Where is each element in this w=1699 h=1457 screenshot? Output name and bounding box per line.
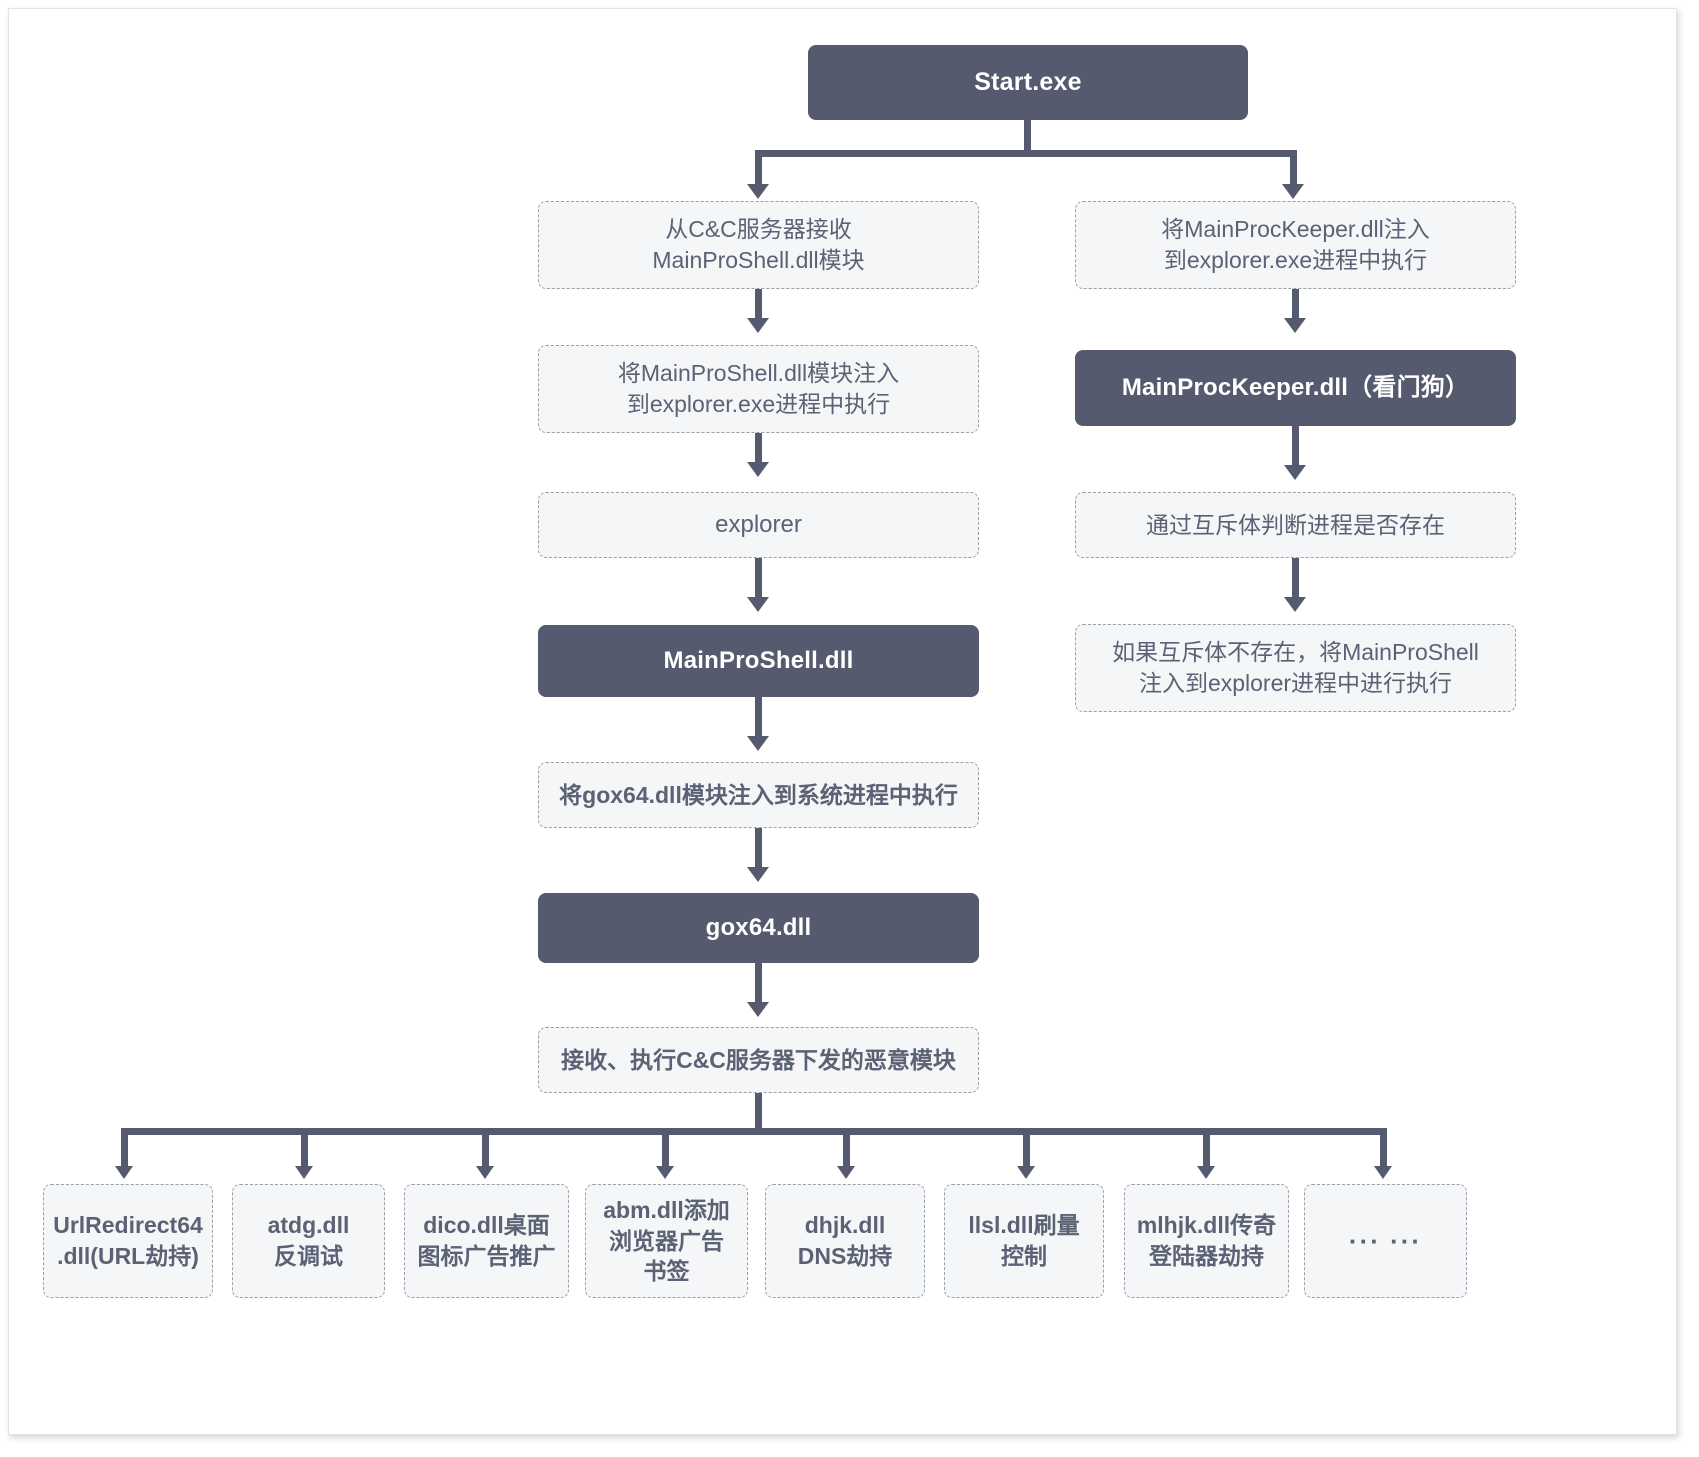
module-box[interactable]: mlhjk.dll传奇 登陆器劫持	[1124, 1184, 1289, 1298]
arrow-l5	[747, 867, 769, 882]
connector-fanout-bus	[121, 1128, 1387, 1135]
module-box[interactable]: UrlRedirect64 .dll(URL劫持)	[43, 1184, 213, 1298]
connector-start-right-drop	[1290, 150, 1297, 186]
connector-l3	[755, 558, 762, 600]
connector-l4	[755, 697, 762, 739]
arrow-l1	[747, 318, 769, 333]
connector-fanout-drop-7	[1203, 1128, 1210, 1168]
arrow-module-8	[1374, 1166, 1392, 1179]
arrow-r3	[1284, 597, 1306, 612]
connector-r3	[1292, 558, 1299, 600]
connector-l2	[755, 433, 762, 465]
node-mainproshell-dll[interactable]: MainProShell.dll	[538, 625, 979, 697]
connector-fanout-stem	[755, 1093, 762, 1131]
node-receive-mainproshell[interactable]: 从C&C服务器接收 MainProShell.dll模块	[538, 201, 979, 289]
arrow-l2	[747, 462, 769, 477]
node-receive-exec-modules[interactable]: 接收、执行C&C服务器下发的恶意模块	[538, 1027, 979, 1093]
node-mutex-absent-action[interactable]: 如果互斥体不存在，将MainProShell 注入到explorer进程中进行执…	[1075, 624, 1516, 712]
arrow-r1	[1284, 318, 1306, 333]
arrow-module-5	[837, 1166, 855, 1179]
connector-l5	[755, 828, 762, 870]
connector-l1	[755, 289, 762, 321]
module-box-ellipsis[interactable]: ··· ···	[1304, 1184, 1467, 1298]
arrow-l6	[747, 1002, 769, 1017]
node-start-exe[interactable]: Start.exe	[808, 45, 1248, 120]
connector-fanout-drop-1	[121, 1128, 128, 1168]
arrow-module-4	[656, 1166, 674, 1179]
connector-fanout-drop-8	[1380, 1128, 1387, 1168]
arrow-l4	[747, 736, 769, 751]
arrow-l3	[747, 597, 769, 612]
connector-start-bus	[755, 150, 1297, 157]
node-inject-mainproshell[interactable]: 将MainProShell.dll模块注入 到explorer.exe进程中执行	[538, 345, 979, 433]
connector-fanout-drop-5	[843, 1128, 850, 1168]
arrow-to-recv-module	[747, 184, 769, 199]
node-inject-gox64[interactable]: 将gox64.dll模块注入到系统进程中执行	[538, 762, 979, 828]
connector-start-stem	[1024, 120, 1031, 153]
node-mainprockeeper-dll[interactable]: MainProcKeeper.dll（看门狗）	[1075, 350, 1516, 426]
module-box[interactable]: llsl.dll刷量 控制	[944, 1184, 1104, 1298]
arrow-module-2	[295, 1166, 313, 1179]
connector-fanout-drop-3	[482, 1128, 489, 1168]
node-inject-mainprockeeper[interactable]: 将MainProcKeeper.dll注入 到explorer.exe进程中执行	[1075, 201, 1516, 289]
arrow-module-6	[1017, 1166, 1035, 1179]
node-mutex-check[interactable]: 通过互斥体判断进程是否存在	[1075, 492, 1516, 558]
arrow-module-1	[115, 1166, 133, 1179]
connector-r1	[1292, 289, 1299, 321]
arrow-r2	[1284, 465, 1306, 480]
node-gox64-dll[interactable]: gox64.dll	[538, 893, 979, 963]
module-box[interactable]: dico.dll桌面 图标广告推广	[404, 1184, 569, 1298]
arrow-to-inject-keeper	[1282, 184, 1304, 199]
connector-l6	[755, 963, 762, 1005]
module-box[interactable]: dhjk.dll DNS劫持	[765, 1184, 925, 1298]
module-box[interactable]: abm.dll添加 浏览器广告 书签	[585, 1184, 748, 1298]
connector-start-left-drop	[755, 150, 762, 186]
connector-r2	[1292, 426, 1299, 468]
module-box[interactable]: atdg.dll 反调试	[232, 1184, 385, 1298]
connector-fanout-drop-4	[662, 1128, 669, 1168]
connector-fanout-drop-6	[1023, 1128, 1030, 1168]
arrow-module-3	[476, 1166, 494, 1179]
arrow-module-7	[1197, 1166, 1215, 1179]
node-explorer[interactable]: explorer	[538, 492, 979, 558]
connector-fanout-drop-2	[301, 1128, 308, 1168]
